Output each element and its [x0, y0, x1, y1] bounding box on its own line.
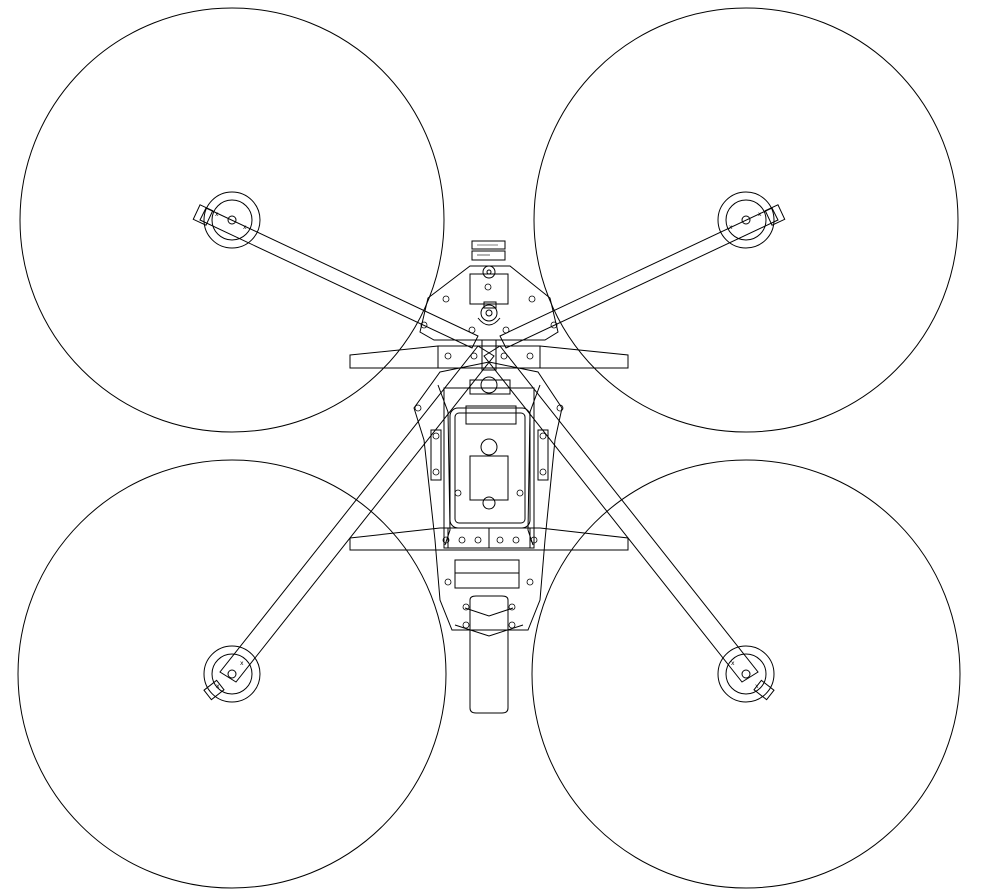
- svg-text:x: x: [758, 211, 762, 218]
- fasteners: [415, 284, 563, 628]
- camera-module: [470, 274, 508, 304]
- side-rails: [431, 430, 548, 480]
- left-rail: [431, 430, 441, 480]
- controller-housing: [450, 408, 530, 528]
- rear-module: [455, 560, 519, 588]
- motor-mount-front-right: x x: [718, 192, 785, 248]
- propeller-disc-front-left: [20, 8, 444, 432]
- svg-text:x: x: [755, 683, 759, 690]
- rear-components: [455, 560, 523, 713]
- svg-text:x: x: [216, 683, 220, 690]
- propeller-discs: [18, 8, 960, 888]
- battery-controller: [448, 377, 530, 548]
- motor-mount-front-left: x x: [193, 192, 260, 248]
- rear-tail: [470, 596, 508, 713]
- propeller-disc-front-right: [534, 8, 958, 432]
- arm-rear-left: [220, 346, 494, 682]
- arm-front-right: [500, 208, 778, 348]
- svg-text:x: x: [243, 224, 247, 231]
- controller-top-block: [466, 406, 516, 424]
- motor-mount-rear-left: x x: [204, 646, 260, 702]
- right-rail: [538, 430, 548, 480]
- arms: [200, 208, 778, 682]
- svg-text:x: x: [731, 660, 735, 667]
- front-crossbar: [350, 346, 628, 368]
- arm-front-left: [200, 208, 478, 348]
- motor-mount-rear-right: x x: [718, 646, 774, 702]
- propeller-disc-rear-right: [532, 460, 960, 888]
- controller-center-board: [470, 456, 508, 500]
- top-connector: [470, 380, 510, 394]
- propeller-disc-rear-left: [18, 460, 446, 888]
- svg-text:x: x: [240, 660, 244, 667]
- frame-body-outline: [414, 362, 562, 630]
- svg-text:x: x: [729, 224, 733, 231]
- arm-rear-right: [484, 346, 758, 682]
- front-label-plate-2: [472, 251, 505, 260]
- motor-mounts: x x x x x x x x: [193, 192, 784, 702]
- front-sensor-cluster: [470, 241, 508, 370]
- front-label-plate-1: [472, 241, 505, 249]
- frame-inner-box: [444, 388, 534, 548]
- svg-text:x: x: [215, 211, 219, 218]
- frame-front-plate: [420, 266, 558, 340]
